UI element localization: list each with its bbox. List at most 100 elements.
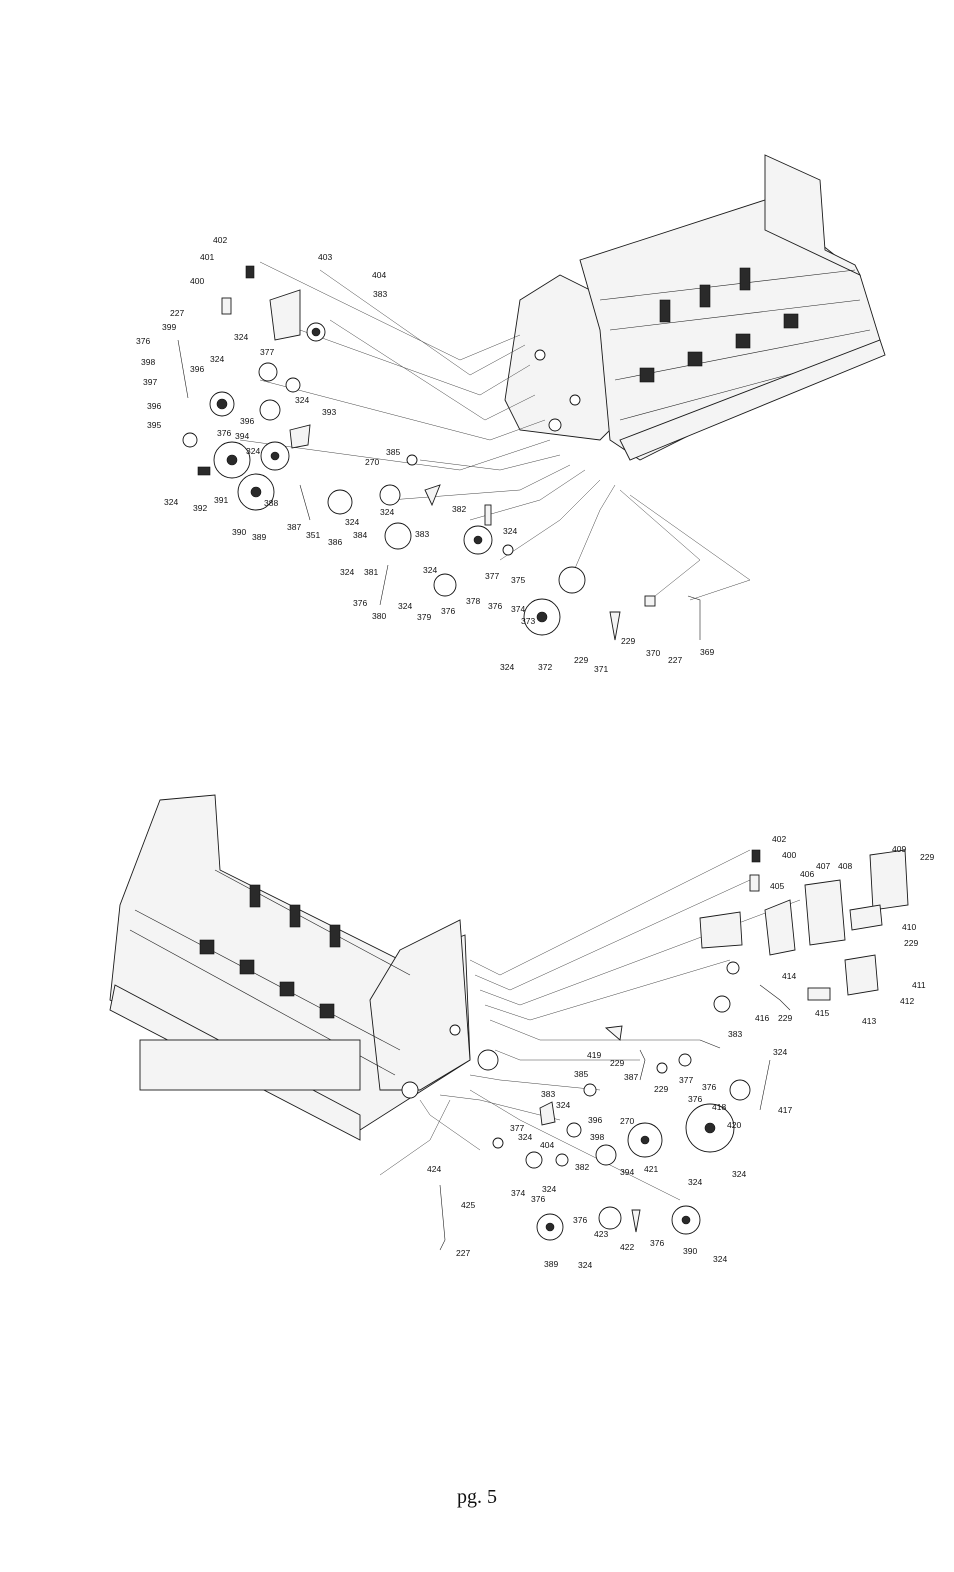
callout-label: 396 xyxy=(588,1115,602,1125)
callout-label: 396 xyxy=(190,364,204,374)
callout-label: 387 xyxy=(287,522,301,532)
callout-label: 324 xyxy=(500,662,514,672)
callout-label: 229 xyxy=(904,938,918,948)
callout-label: 400 xyxy=(190,276,204,286)
callout-label: 324 xyxy=(713,1254,727,1264)
callout-label: 229 xyxy=(574,655,588,665)
callout-label: 324 xyxy=(503,526,517,536)
callout-label: 396 xyxy=(147,401,161,411)
callout-label: 324 xyxy=(295,395,309,405)
callout-label: 229 xyxy=(778,1013,792,1023)
callout-label: 270 xyxy=(620,1116,634,1126)
callout-label: 401 xyxy=(200,252,214,262)
callout-label: 393 xyxy=(322,407,336,417)
callout-label: 391 xyxy=(214,495,228,505)
callout-label: 422 xyxy=(620,1242,634,1252)
callout-label: 372 xyxy=(538,662,552,672)
callout-label: 324 xyxy=(246,446,260,456)
callout-label: 376 xyxy=(136,336,150,346)
callout-label: 398 xyxy=(141,357,155,367)
callout-label: 381 xyxy=(364,567,378,577)
callout-label: 384 xyxy=(353,530,367,540)
callout-label: 383 xyxy=(728,1029,742,1039)
callout-label: 392 xyxy=(193,503,207,513)
callout-label: 416 xyxy=(755,1013,769,1023)
callout-label: 371 xyxy=(594,664,608,674)
callout-label: 425 xyxy=(461,1200,475,1210)
callout-label: 402 xyxy=(213,235,227,245)
callout-label: 370 xyxy=(646,648,660,658)
callout-label: 415 xyxy=(815,1008,829,1018)
callout-label: 369 xyxy=(700,647,714,657)
callout-label: 324 xyxy=(773,1047,787,1057)
top-parts xyxy=(177,265,701,641)
callout-label: 398 xyxy=(590,1132,604,1142)
callout-label: 324 xyxy=(688,1177,702,1187)
top-chassis xyxy=(504,154,886,461)
callout-label: 420 xyxy=(727,1120,741,1130)
callout-label: 377 xyxy=(260,347,274,357)
callout-label: 411 xyxy=(912,980,926,990)
callout-label: 227 xyxy=(668,655,682,665)
callout-label: 419 xyxy=(587,1050,601,1060)
callout-label: 376 xyxy=(688,1094,702,1104)
callout-label: 324 xyxy=(732,1169,746,1179)
callout-label: 424 xyxy=(427,1164,441,1174)
callout-label: 394 xyxy=(235,431,249,441)
callout-label: 389 xyxy=(252,532,266,542)
callout-label: 394 xyxy=(620,1167,634,1177)
callout-label: 414 xyxy=(782,971,796,981)
callout-label: 378 xyxy=(466,596,480,606)
top-diagram: 402 401 403 400 404 227 383 376 399 324 … xyxy=(136,154,886,674)
callout-label: 351 xyxy=(306,530,320,540)
callout-label: 270 xyxy=(365,457,379,467)
callout-label: 390 xyxy=(683,1246,697,1256)
top-leader-lines xyxy=(239,261,751,601)
callout-label: 324 xyxy=(210,354,224,364)
callout-label: 376 xyxy=(488,601,502,611)
callout-label: 383 xyxy=(373,289,387,299)
callout-label: 418 xyxy=(712,1102,726,1112)
bottom-rollers xyxy=(199,884,341,1019)
callout-label: 324 xyxy=(345,517,359,527)
callout-label: 409 xyxy=(892,844,906,854)
callout-label: 324 xyxy=(164,497,178,507)
callout-label: 376 xyxy=(353,598,367,608)
callout-label: 397 xyxy=(143,377,157,387)
callout-label: 387 xyxy=(624,1072,638,1082)
bottom-parts xyxy=(439,849,909,1251)
callout-label: 385 xyxy=(574,1069,588,1079)
callout-label: 229 xyxy=(920,852,934,862)
page-number: pg. 5 xyxy=(457,1486,497,1508)
callout-label: 406 xyxy=(800,869,814,879)
callout-label: 389 xyxy=(544,1259,558,1269)
bottom-chassis xyxy=(109,794,499,1141)
callout-label: 227 xyxy=(456,1248,470,1258)
callout-label: 229 xyxy=(654,1084,668,1094)
callout-label: 396 xyxy=(240,416,254,426)
callout-label: 376 xyxy=(650,1238,664,1248)
callout-label: 399 xyxy=(162,322,176,332)
callout-label: 385 xyxy=(386,447,400,457)
callout-label: 382 xyxy=(452,504,466,514)
callout-label: 376 xyxy=(702,1082,716,1092)
callout-label: 324 xyxy=(234,332,248,342)
bottom-labels: 402 400 409 229 407 408 406 405 410 229 … xyxy=(427,834,934,1270)
callout-label: 373 xyxy=(521,616,535,626)
callout-label: 324 xyxy=(340,567,354,577)
callout-label: 229 xyxy=(621,636,635,646)
callout-label: 404 xyxy=(372,270,386,280)
callout-label: 400 xyxy=(782,850,796,860)
callout-label: 227 xyxy=(170,308,184,318)
callout-label: 382 xyxy=(575,1162,589,1172)
callout-label: 380 xyxy=(372,611,386,621)
callout-label: 421 xyxy=(644,1164,658,1174)
bottom-diagram: 402 400 409 229 407 408 406 405 410 229 … xyxy=(109,794,934,1270)
callout-label: 324 xyxy=(556,1100,570,1110)
callout-label: 379 xyxy=(417,612,431,622)
callout-label: 423 xyxy=(594,1229,608,1239)
callout-label: 417 xyxy=(778,1105,792,1115)
callout-label: 376 xyxy=(441,606,455,616)
callout-label: 324 xyxy=(518,1132,532,1142)
callout-label: 388 xyxy=(264,498,278,508)
